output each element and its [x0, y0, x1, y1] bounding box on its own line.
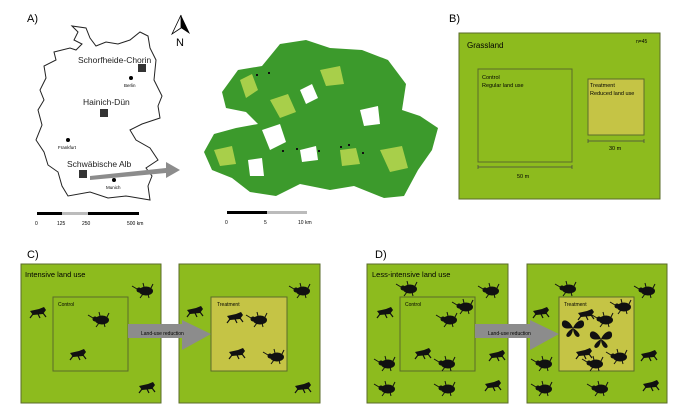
svg-text:10 km: 10 km	[298, 220, 312, 226]
arrow-label: Land-use reduction	[488, 331, 531, 337]
north-arrow: N	[171, 14, 190, 49]
site-schorfheide-label: Schorfheide-Chorin	[78, 55, 152, 65]
region-map	[204, 40, 438, 198]
zoom-arrow	[90, 162, 180, 180]
panel-a-label: A)	[27, 13, 38, 25]
site-schorfheide-marker	[138, 64, 146, 72]
city-munich: Munich	[106, 185, 121, 190]
panel-c-label: C)	[27, 249, 39, 261]
site-hainich-marker	[100, 109, 108, 117]
treatment-label: Treatment	[590, 83, 615, 89]
treatment-size: 30 m	[609, 146, 622, 152]
site-alb-marker	[79, 170, 87, 178]
grassland-title: Grassland	[467, 41, 503, 50]
arrow-label: Land-use reduction	[141, 331, 184, 337]
scale-bar-germany: 0 125 250 500 km	[35, 212, 143, 227]
control-label: Control	[405, 302, 421, 308]
treatment-label: Treatment	[217, 302, 240, 308]
city-berlin: Berlin	[124, 83, 136, 88]
svg-text:250: 250	[82, 221, 91, 227]
treatment-label: Treatment	[564, 302, 587, 308]
site-hainich-label: Hainich-Dün	[83, 97, 130, 107]
land-use-reduction-arrow	[128, 320, 211, 350]
control-label: Control	[58, 302, 74, 308]
scale-bar-region: 0 5 10 km	[225, 211, 312, 226]
panel-d-label: D)	[375, 249, 387, 261]
treatment-plot	[587, 78, 645, 136]
sample-size: n=45	[636, 39, 647, 45]
svg-text:500 km: 500 km	[127, 221, 143, 227]
control-sub-label: Regular land use	[482, 83, 524, 89]
treatment-sub-label: Reduced land use	[590, 91, 634, 97]
control-size: 50 m	[517, 174, 530, 180]
less-intensive-title: Less-intensive land use	[372, 270, 450, 279]
control-plot	[477, 68, 573, 163]
svg-text:0: 0	[225, 220, 228, 226]
germany-outline	[35, 25, 163, 201]
svg-text:5: 5	[264, 220, 267, 226]
land-use-reduction-arrow	[475, 320, 559, 350]
panel-b-label: B)	[449, 13, 460, 25]
svg-text:0: 0	[35, 221, 38, 227]
control-label: Control	[482, 75, 500, 81]
north-label: N	[176, 37, 184, 49]
city-frankfurt: Frankfurt	[58, 145, 77, 150]
intensive-title: Intensive land use	[25, 270, 85, 279]
svg-text:125: 125	[57, 221, 66, 227]
site-alb-label: Schwäbische Alb	[67, 159, 132, 169]
